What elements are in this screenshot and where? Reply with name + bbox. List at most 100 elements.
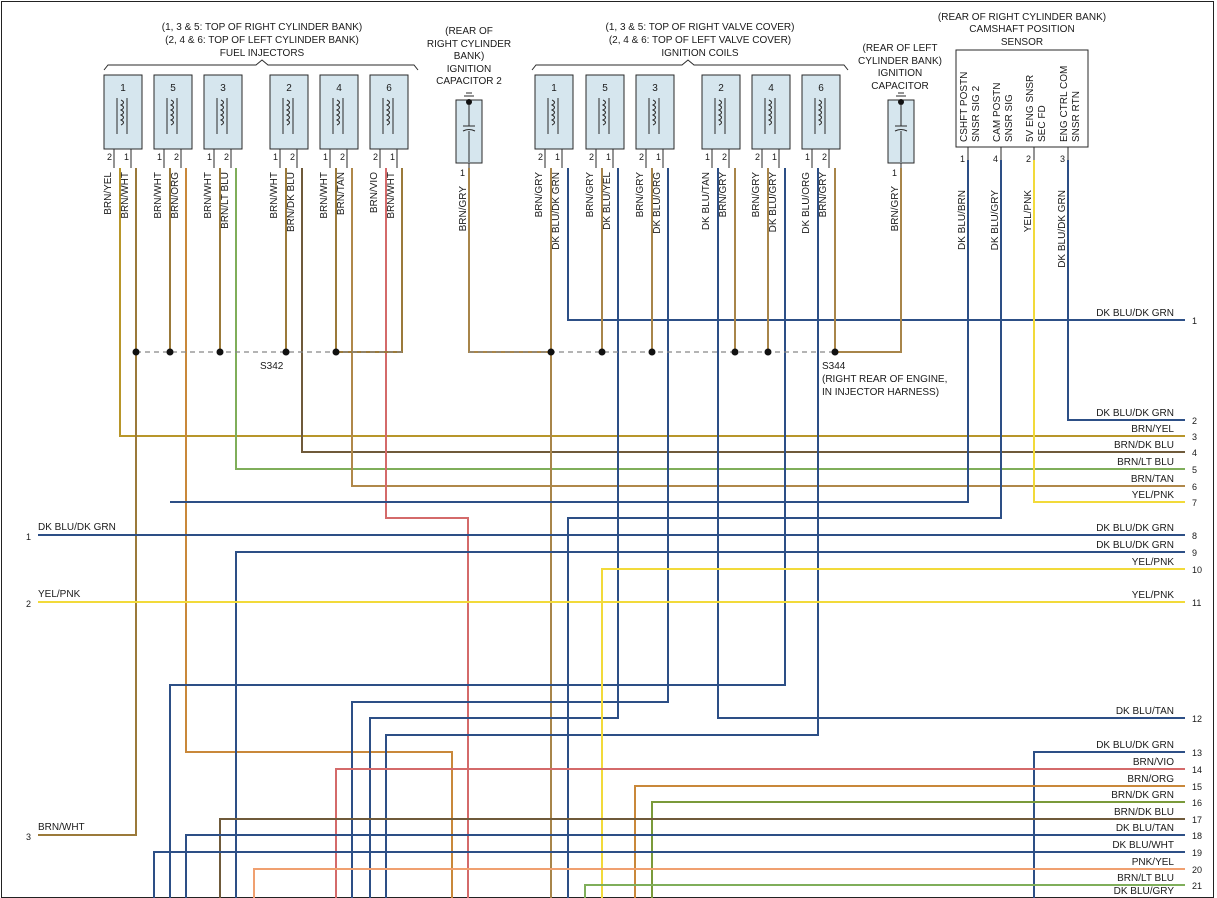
wire-dkblu-dkgrn-coil1 — [567, 168, 1185, 321]
wire-brn-dk-grn-16 — [651, 801, 1185, 898]
injector-wire-label: BRN/WHT — [269, 172, 280, 219]
right-connector-wire-label: BRN/LT BLU — [1117, 873, 1174, 884]
header-line: (2, 4 & 6: TOP OF LEFT VALVE COVER) — [609, 35, 791, 46]
coil-winding-icon — [648, 98, 660, 134]
header-line: (1, 3 & 5: TOP OF RIGHT VALVE COVER) — [606, 22, 795, 33]
coil-wire-label: BRN/GRY — [585, 172, 596, 218]
right-connector-pin-number: 7 — [1192, 498, 1197, 508]
sensor-body — [955, 49, 1089, 148]
left-connector-pin-number: 3 — [26, 832, 31, 842]
coil-number: 4 — [768, 83, 774, 94]
right-connector-pin-number: 11 — [1192, 598, 1201, 608]
header-line: RIGHT CYLINDER — [427, 39, 511, 50]
coil-pin-number: 1 — [772, 152, 777, 162]
injector-number: 1 — [120, 83, 126, 94]
splice-dot — [598, 348, 606, 356]
right-connector-pin-number: 17 — [1192, 815, 1202, 825]
injector-wire-label: BRN/WHT — [153, 172, 164, 219]
splice-dot — [332, 348, 340, 356]
injector-pin-number: 2 — [224, 152, 229, 162]
wire-yel-pnk-cam — [1033, 160, 1185, 503]
right-connector-pin-number: 20 — [1192, 865, 1202, 875]
injector-number: 5 — [170, 83, 176, 94]
right-connector-wire-label: DK BLU/DK GRN — [1096, 408, 1174, 419]
right-connector-wire-label: DK BLU/DK GRN — [1096, 308, 1174, 319]
injector-winding-icon — [166, 98, 178, 134]
wire-yel-pnk-10 — [601, 568, 1185, 898]
right-connector-pin-number: 2 — [1192, 416, 1197, 426]
splice-dot — [132, 348, 140, 356]
injector-wire-label: BRN/WHT — [386, 172, 397, 219]
right-connector-pin-number: 14 — [1192, 765, 1202, 775]
coil-wire-label: BRN/GRY — [534, 172, 545, 218]
injector-winding-icon — [282, 98, 294, 134]
camshaft-sensor-header: (REAR OF RIGHT CYLINDER BANK) CAMSHAFT P… — [938, 12, 1106, 48]
wire-brn-lt-blu-inj3 — [235, 168, 1185, 470]
coil-pin-number: 1 — [555, 152, 560, 162]
right-connector-wire-label: BRN/LT BLU — [1117, 457, 1174, 468]
injector-wire-label: BRN/WHT — [319, 172, 330, 219]
splice-dot — [282, 348, 290, 356]
group-brace — [103, 59, 419, 71]
coil-wire-label: DK BLU/ORG — [801, 172, 812, 234]
header-line: IGNITION — [447, 64, 491, 75]
right-connector-wire-label: DK BLU/GRY — [1114, 886, 1175, 897]
wire-brn-gry-cap — [835, 168, 902, 353]
injector-wire-label: BRN/DK BLU — [286, 172, 297, 232]
header-line: BANK) — [454, 51, 485, 62]
right-connector-wire-label: YEL/PNK — [1132, 590, 1175, 601]
right-connector-pin-number: 4 — [1192, 448, 1197, 458]
right-connector-pin-number: 16 — [1192, 798, 1202, 808]
sensor-wire-label: DK BLU/BRN — [957, 190, 968, 250]
sensor-pin-function: SEC FD — [1037, 105, 1048, 142]
header-line: (2, 4 & 6: TOP OF LEFT CYLINDER BANK) — [165, 35, 359, 46]
right-connector-pin-number: 10 — [1192, 565, 1202, 575]
left-connector-wire-label: YEL/PNK — [38, 589, 81, 600]
coil-pin-number: 2 — [755, 152, 760, 162]
right-connector-pin-number: 21 — [1192, 881, 1202, 891]
right-connector-wire-label: PNK/YEL — [1132, 857, 1175, 868]
sensor-pin-function: SNSR SIG — [1004, 94, 1015, 142]
right-connector-wire-label: DK BLU/DK GRN — [1096, 540, 1174, 551]
right-connector-wire-label: DK BLU/DK GRN — [1096, 740, 1174, 751]
coil-wire-label: BRN/GRY — [718, 172, 729, 218]
wire-brn-org-inj5 — [185, 168, 453, 898]
injector-pin-number: 1 — [124, 152, 129, 162]
wire-brn-vio-inj6 — [385, 168, 469, 898]
splice-dot — [731, 348, 739, 356]
sensor-pin-number: 3 — [1060, 154, 1065, 164]
wire-dkblu-org-coil3 — [351, 168, 669, 898]
sensor-pin-number: 1 — [960, 154, 965, 164]
coil-wire-label: BRN/GRY — [818, 172, 829, 218]
left-connector-pin-number: 1 — [26, 532, 31, 542]
capacitor-2-header: (REAR OF RIGHT CYLINDER BANK) IGNITION C… — [427, 26, 511, 87]
coil-wire-label: DK BLU/DK GRN — [551, 172, 562, 250]
coil-pin-number: 1 — [606, 152, 611, 162]
wire-brn-vio-14 — [335, 768, 1185, 898]
capacitor-icon — [462, 104, 476, 162]
coil-winding-icon — [764, 98, 776, 134]
ignition-coils-header: (1, 3 & 5: TOP OF RIGHT VALVE COVER) (2,… — [531, 22, 849, 71]
coil-winding-icon — [598, 98, 610, 134]
right-connector-wire-label: DK BLU/WHT — [1112, 840, 1174, 851]
right-connector-wire-label: BRN/DK GRN — [1111, 790, 1174, 801]
coil-wire-label: BRN/GRY — [635, 172, 646, 218]
left-connector-pin-number: 2 — [26, 599, 31, 609]
injector-wire-label: BRN/ORG — [170, 172, 181, 219]
wire-dkblu-gry-cam — [567, 160, 1002, 898]
wire-dkblu-dkgrn-13 — [1033, 751, 1185, 898]
splice-dot — [648, 348, 656, 356]
sensor-pin-number: 2 — [1026, 154, 1031, 164]
terminal-icon — [466, 99, 472, 105]
sensor-pin-function: 5V ENG SNSR — [1025, 75, 1036, 142]
coil-number: 6 — [818, 83, 824, 94]
coil-wire-label: DK BLU/TAN — [701, 172, 712, 230]
right-connector-wire-label: BRN/DK BLU — [1114, 440, 1174, 451]
fuel-injectors-header: (1, 3 & 5: TOP OF RIGHT CYLINDER BANK) (… — [103, 22, 419, 71]
